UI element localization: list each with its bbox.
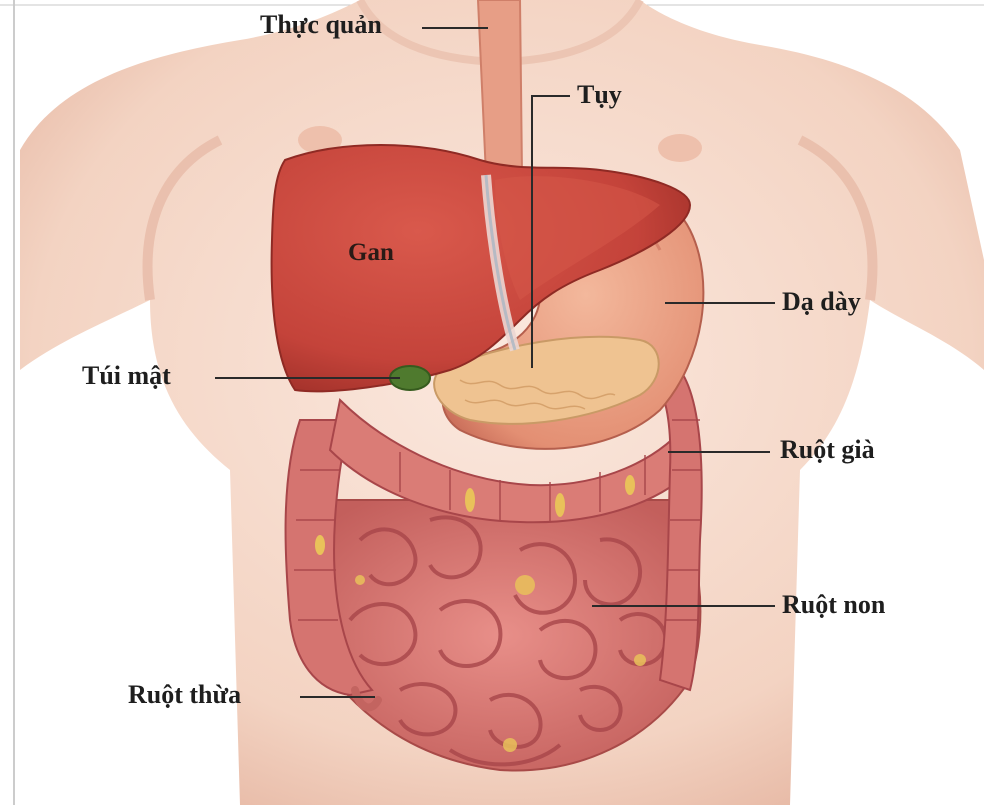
esophagus-label: Thực quản — [260, 12, 382, 38]
esophagus-shape — [478, 0, 522, 175]
large-intestine-label: Ruột già — [780, 437, 875, 463]
gallbladder-label: Túi mật — [82, 363, 171, 389]
stomach-label: Dạ dày — [782, 289, 861, 315]
liver-label: Gan — [348, 240, 394, 265]
pancreas-label: Tụy — [577, 82, 622, 108]
small-intestine-label: Ruột non — [782, 592, 885, 618]
appendix-label: Ruột thừa — [128, 682, 241, 708]
